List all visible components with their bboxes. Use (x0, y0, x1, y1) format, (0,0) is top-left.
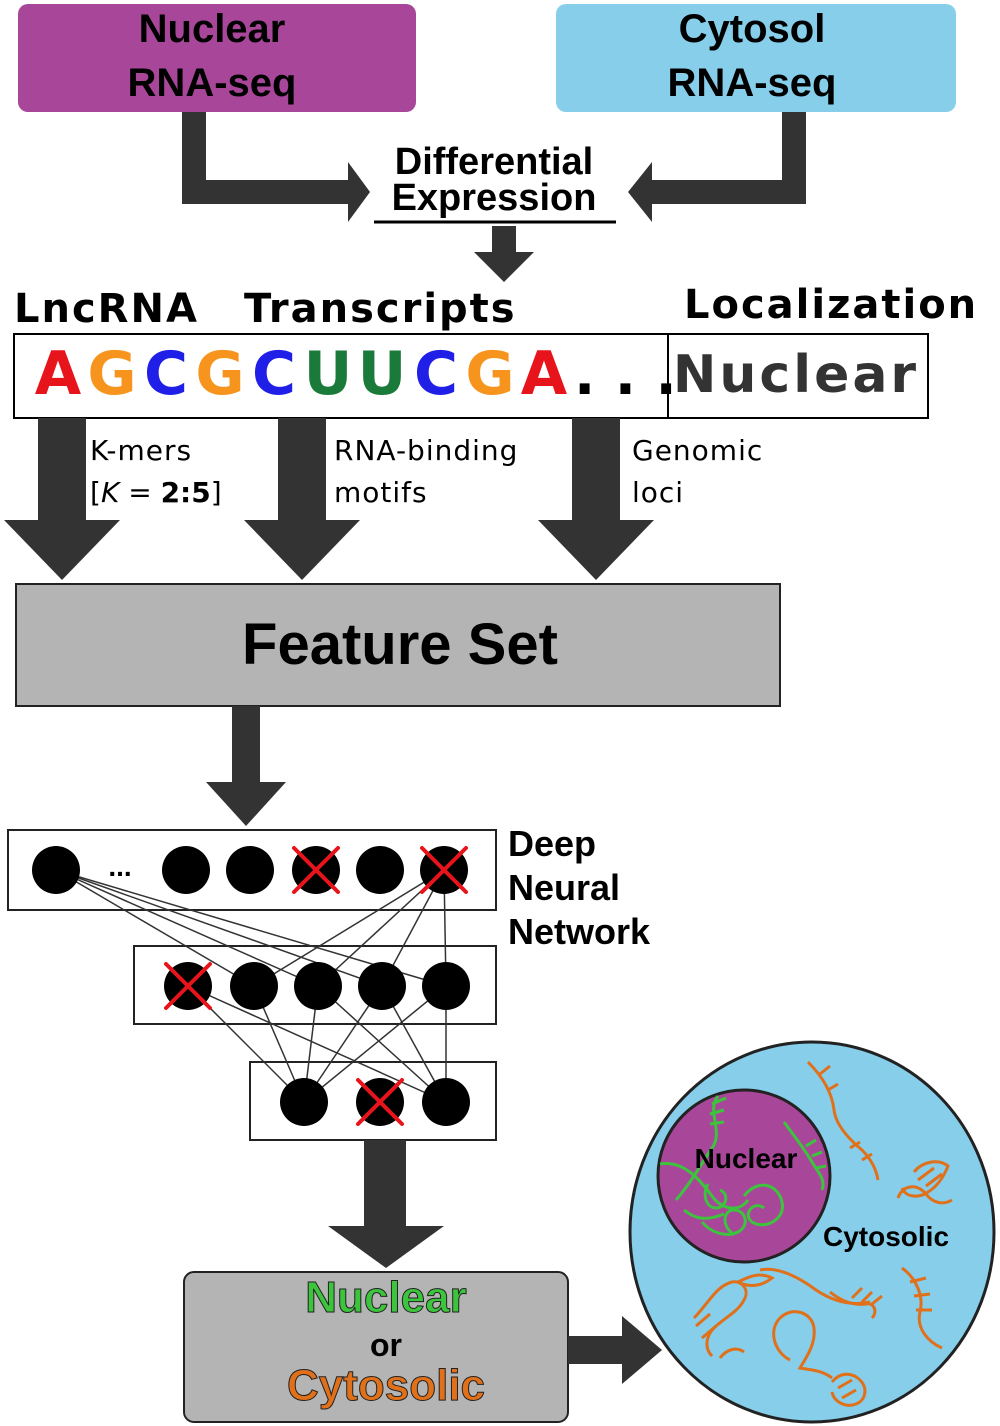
output-or: or (370, 1327, 402, 1363)
cytosol-rnaseq-line1: Cytosol (679, 7, 826, 51)
nn-node (294, 962, 342, 1010)
sequence-ellipsis: . . . (574, 343, 677, 408)
feature-set-label: Feature Set (242, 612, 558, 677)
dropout-x-icon (292, 846, 340, 894)
sequence-base: G (195, 339, 244, 409)
dropout-x-icon (420, 846, 468, 894)
genomic-label-line1: Genomic (632, 434, 763, 467)
kmers-arrow (4, 418, 120, 580)
network-to-output-arrow (328, 1140, 444, 1268)
localization-box (667, 333, 929, 419)
rbp-label-line1: RNA-binding (334, 434, 518, 467)
nn-node (422, 962, 470, 1010)
nn-node (358, 962, 406, 1010)
network-label-3: Network (508, 911, 651, 952)
nn-node (280, 1078, 328, 1126)
sequence-base: G (465, 339, 514, 409)
nuclear-rnaseq-line1: Nuclear (139, 7, 286, 51)
nuclear-rnaseq-line2: RNA-seq (128, 61, 297, 105)
output-to-cell-arrow (568, 1316, 662, 1384)
nucleus-label: Nuclear (695, 1143, 798, 1174)
rbp-label-line2: motifs (334, 476, 428, 509)
kmers-label-line1: K-mers (90, 434, 192, 467)
feature-set-box (15, 583, 781, 707)
dropout-x-icon (164, 962, 212, 1010)
cytosol-rnaseq-line2: RNA-seq (668, 61, 837, 105)
de-down-arrow (474, 226, 534, 282)
cytosol-label: Cytosolic (823, 1221, 949, 1252)
sequence-base: U (358, 339, 407, 409)
nuclear-to-de-arrow (182, 112, 370, 222)
sequence-base: U (304, 339, 353, 409)
cytosol-rnaseq-box (556, 4, 956, 112)
localization-value: Nuclear (673, 345, 919, 405)
lncrna-label: LncRNA (14, 286, 199, 332)
output-cytosolic: Cytosolic (287, 1361, 485, 1410)
sequence-base: A (521, 339, 568, 409)
localization-label: Localization (684, 282, 978, 328)
nn-node (356, 846, 404, 894)
kmers-label-line2: [K = 2:5] (90, 476, 222, 509)
nn-node (230, 962, 278, 1010)
feature-to-network-arrow (206, 706, 286, 826)
genomic-arrow (538, 418, 654, 580)
dropout-marks (164, 846, 468, 1126)
nn-node (162, 846, 210, 894)
nuclear-rna-icon (659, 1095, 827, 1236)
output-nuclear: Nuclear (305, 1273, 466, 1322)
cytosol-to-de-arrow (628, 112, 806, 222)
sequence-base: C (144, 339, 188, 409)
network-label-2: Neural (508, 867, 620, 908)
cell-nucleus (656, 1088, 832, 1264)
cytosolic-rna-icon (692, 1060, 953, 1407)
transcripts-label: Transcripts (244, 286, 517, 332)
sequence-base: G (87, 339, 136, 409)
genomic-label-line2: loci (632, 476, 684, 509)
sequence-base: C (414, 339, 458, 409)
nn-node (226, 846, 274, 894)
rbp-arrow (244, 418, 360, 580)
sequence-base: C (252, 339, 296, 409)
nn-node (422, 1078, 470, 1126)
nn-node (32, 846, 80, 894)
sequence-box (13, 333, 669, 419)
sequence-base: A (35, 339, 82, 409)
de-line1: Differential (395, 141, 593, 183)
dropout-x-icon (356, 1078, 404, 1126)
layer1-ellipsis: ... (108, 851, 131, 882)
nuclear-rnaseq-box (18, 4, 416, 112)
network-label-1: Deep (508, 823, 596, 864)
de-line2: Expression (392, 177, 597, 219)
